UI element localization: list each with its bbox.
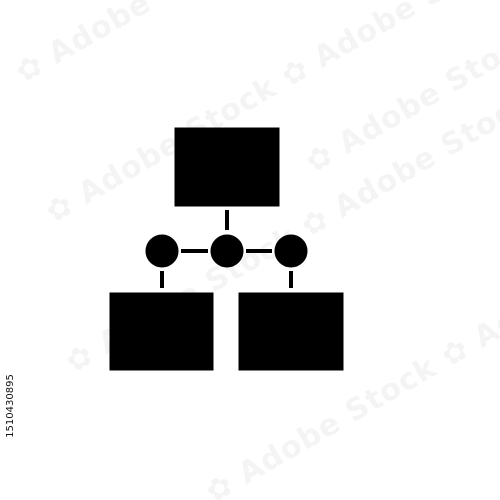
bottom-left-box-icon bbox=[109, 292, 214, 371]
top-box-icon bbox=[174, 127, 280, 207]
center-node-icon bbox=[210, 234, 244, 268]
bottom-right-box-icon bbox=[238, 292, 344, 371]
stock-id-label: 1510430895 bbox=[5, 374, 16, 438]
right-node-icon bbox=[274, 234, 308, 268]
left-node-icon bbox=[145, 234, 179, 268]
